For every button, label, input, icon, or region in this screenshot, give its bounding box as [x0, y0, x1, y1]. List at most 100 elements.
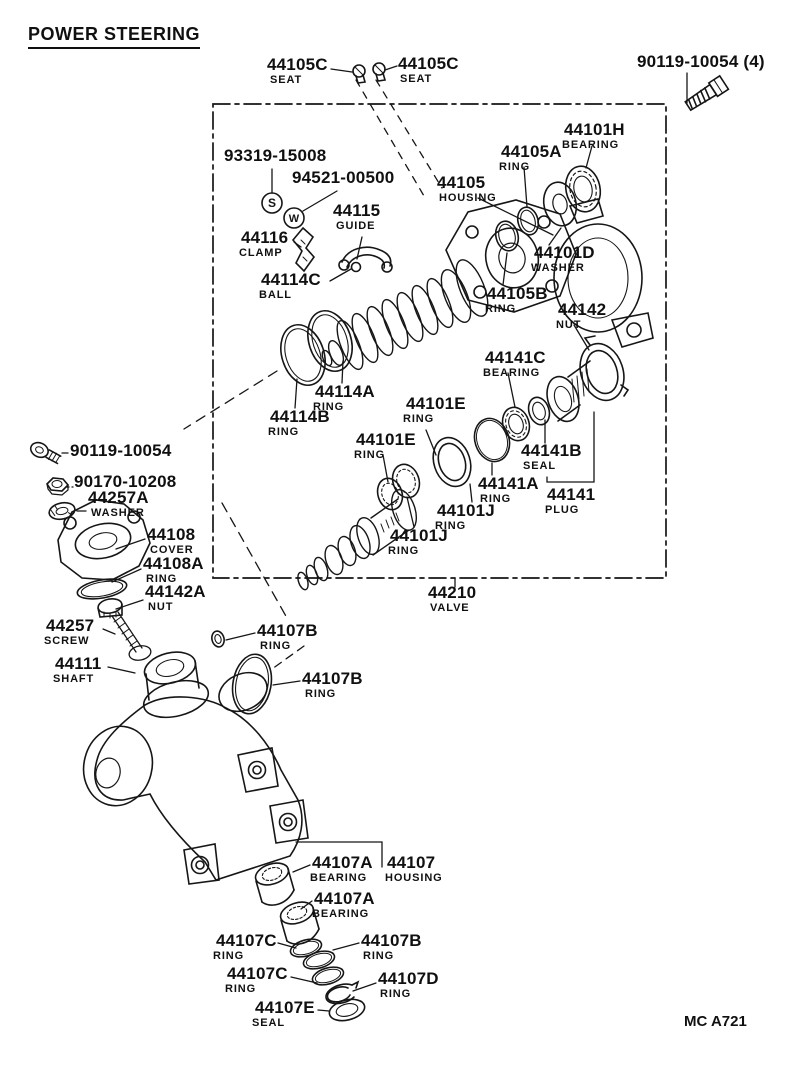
part-label-93319-15008: 93319-15008 — [224, 146, 327, 165]
bearing-44101h-part — [564, 165, 602, 213]
part-number: 44114A — [315, 382, 375, 401]
part-number: 44101J — [390, 526, 448, 545]
part-subname: NUT — [148, 601, 174, 613]
part-number: 44105A — [501, 142, 562, 161]
part-subname: WASHER — [531, 262, 585, 274]
part-number: 44101J — [437, 501, 495, 520]
part-number: 44142 — [558, 300, 607, 319]
part-subname: BEARING — [312, 908, 370, 920]
s-marker-icon: S — [261, 192, 283, 214]
leader-lines — [61, 65, 688, 1012]
part-number: 44141B — [521, 441, 582, 460]
part-number: 44107B — [257, 621, 318, 640]
part-subname: CLAMP — [239, 247, 283, 259]
part-number: 44107A — [314, 889, 375, 908]
part-subname: RING — [403, 413, 435, 425]
part-subname: VALVE — [430, 602, 470, 614]
ring-44114-parts — [280, 310, 353, 386]
cover-44108-part — [57, 499, 151, 581]
oring-44107b2-part — [231, 653, 273, 715]
part-subname: SHAFT — [53, 673, 95, 685]
exploded-view-frame — [183, 79, 667, 670]
part-subname: RING — [485, 303, 517, 315]
worm-shaft-part — [321, 259, 489, 371]
part-subname: PLUG — [545, 504, 580, 516]
part-subname: NUT — [556, 319, 582, 331]
part-subname: RING — [268, 426, 300, 438]
part-number: 93319-15008 — [224, 146, 327, 165]
part-number: 90119-10054 (4) — [637, 52, 765, 71]
part-number: 44141C — [485, 348, 546, 367]
part-subname: RING — [305, 688, 337, 700]
bolt-icon — [684, 74, 730, 112]
seal-44141b-part — [527, 396, 551, 426]
nut-icon — [45, 477, 70, 496]
part-number: 44107 — [387, 853, 436, 872]
guide-part — [338, 246, 393, 273]
part-subname: BALL — [259, 289, 292, 301]
part-number: 44114B — [270, 407, 330, 426]
part-subname: BEARING — [483, 367, 541, 379]
part-subname: WASHER — [91, 507, 145, 519]
bearing-44141c-part — [501, 406, 531, 442]
seat-stud-icon — [372, 62, 387, 82]
bolt-icon-small — [29, 441, 62, 465]
housing-44105-part — [445, 198, 654, 348]
ring-44105a-part — [516, 206, 540, 236]
part-subname: RING — [225, 983, 257, 995]
part-subname: RING — [260, 640, 292, 652]
part-number: 44105C — [398, 54, 459, 73]
page-title: POWER STEERING — [28, 24, 201, 49]
part-number: 90170-10208 — [74, 472, 177, 491]
ring-44108a-part — [76, 578, 128, 600]
part-subname: HOUSING — [439, 192, 497, 204]
part-subname: GUIDE — [336, 220, 376, 232]
seat-stud-icon — [352, 64, 367, 84]
part-number: 44142A — [145, 582, 206, 601]
part-subname: RING — [354, 449, 386, 461]
seal-44107e-part — [328, 998, 366, 1022]
part-number: 44108 — [147, 525, 196, 544]
ring-44107b3-part — [302, 950, 336, 970]
part-number: 44101E — [356, 430, 416, 449]
part-number: 44107C — [216, 931, 277, 950]
part-subname: COVER — [150, 544, 194, 556]
part-subname: RING — [380, 988, 412, 1000]
part-number: 44105 — [437, 173, 486, 192]
part-number: 44108A — [143, 554, 204, 573]
gear-housing-44111-part — [82, 651, 309, 885]
part-number: 44101E — [406, 394, 466, 413]
part-number: 44107E — [255, 998, 315, 1017]
part-number: 44105B — [487, 284, 548, 303]
part-number: 44111 — [55, 654, 102, 673]
part-number: 94521-00500 — [292, 168, 395, 187]
part-number: 44107A — [312, 853, 373, 872]
part-label-90119-10054: 90119-10054 — [70, 442, 171, 459]
drawing-code: MC A721 — [684, 1013, 747, 1030]
part-subname: SEAT — [400, 73, 433, 85]
valve-spool-part — [297, 489, 418, 591]
